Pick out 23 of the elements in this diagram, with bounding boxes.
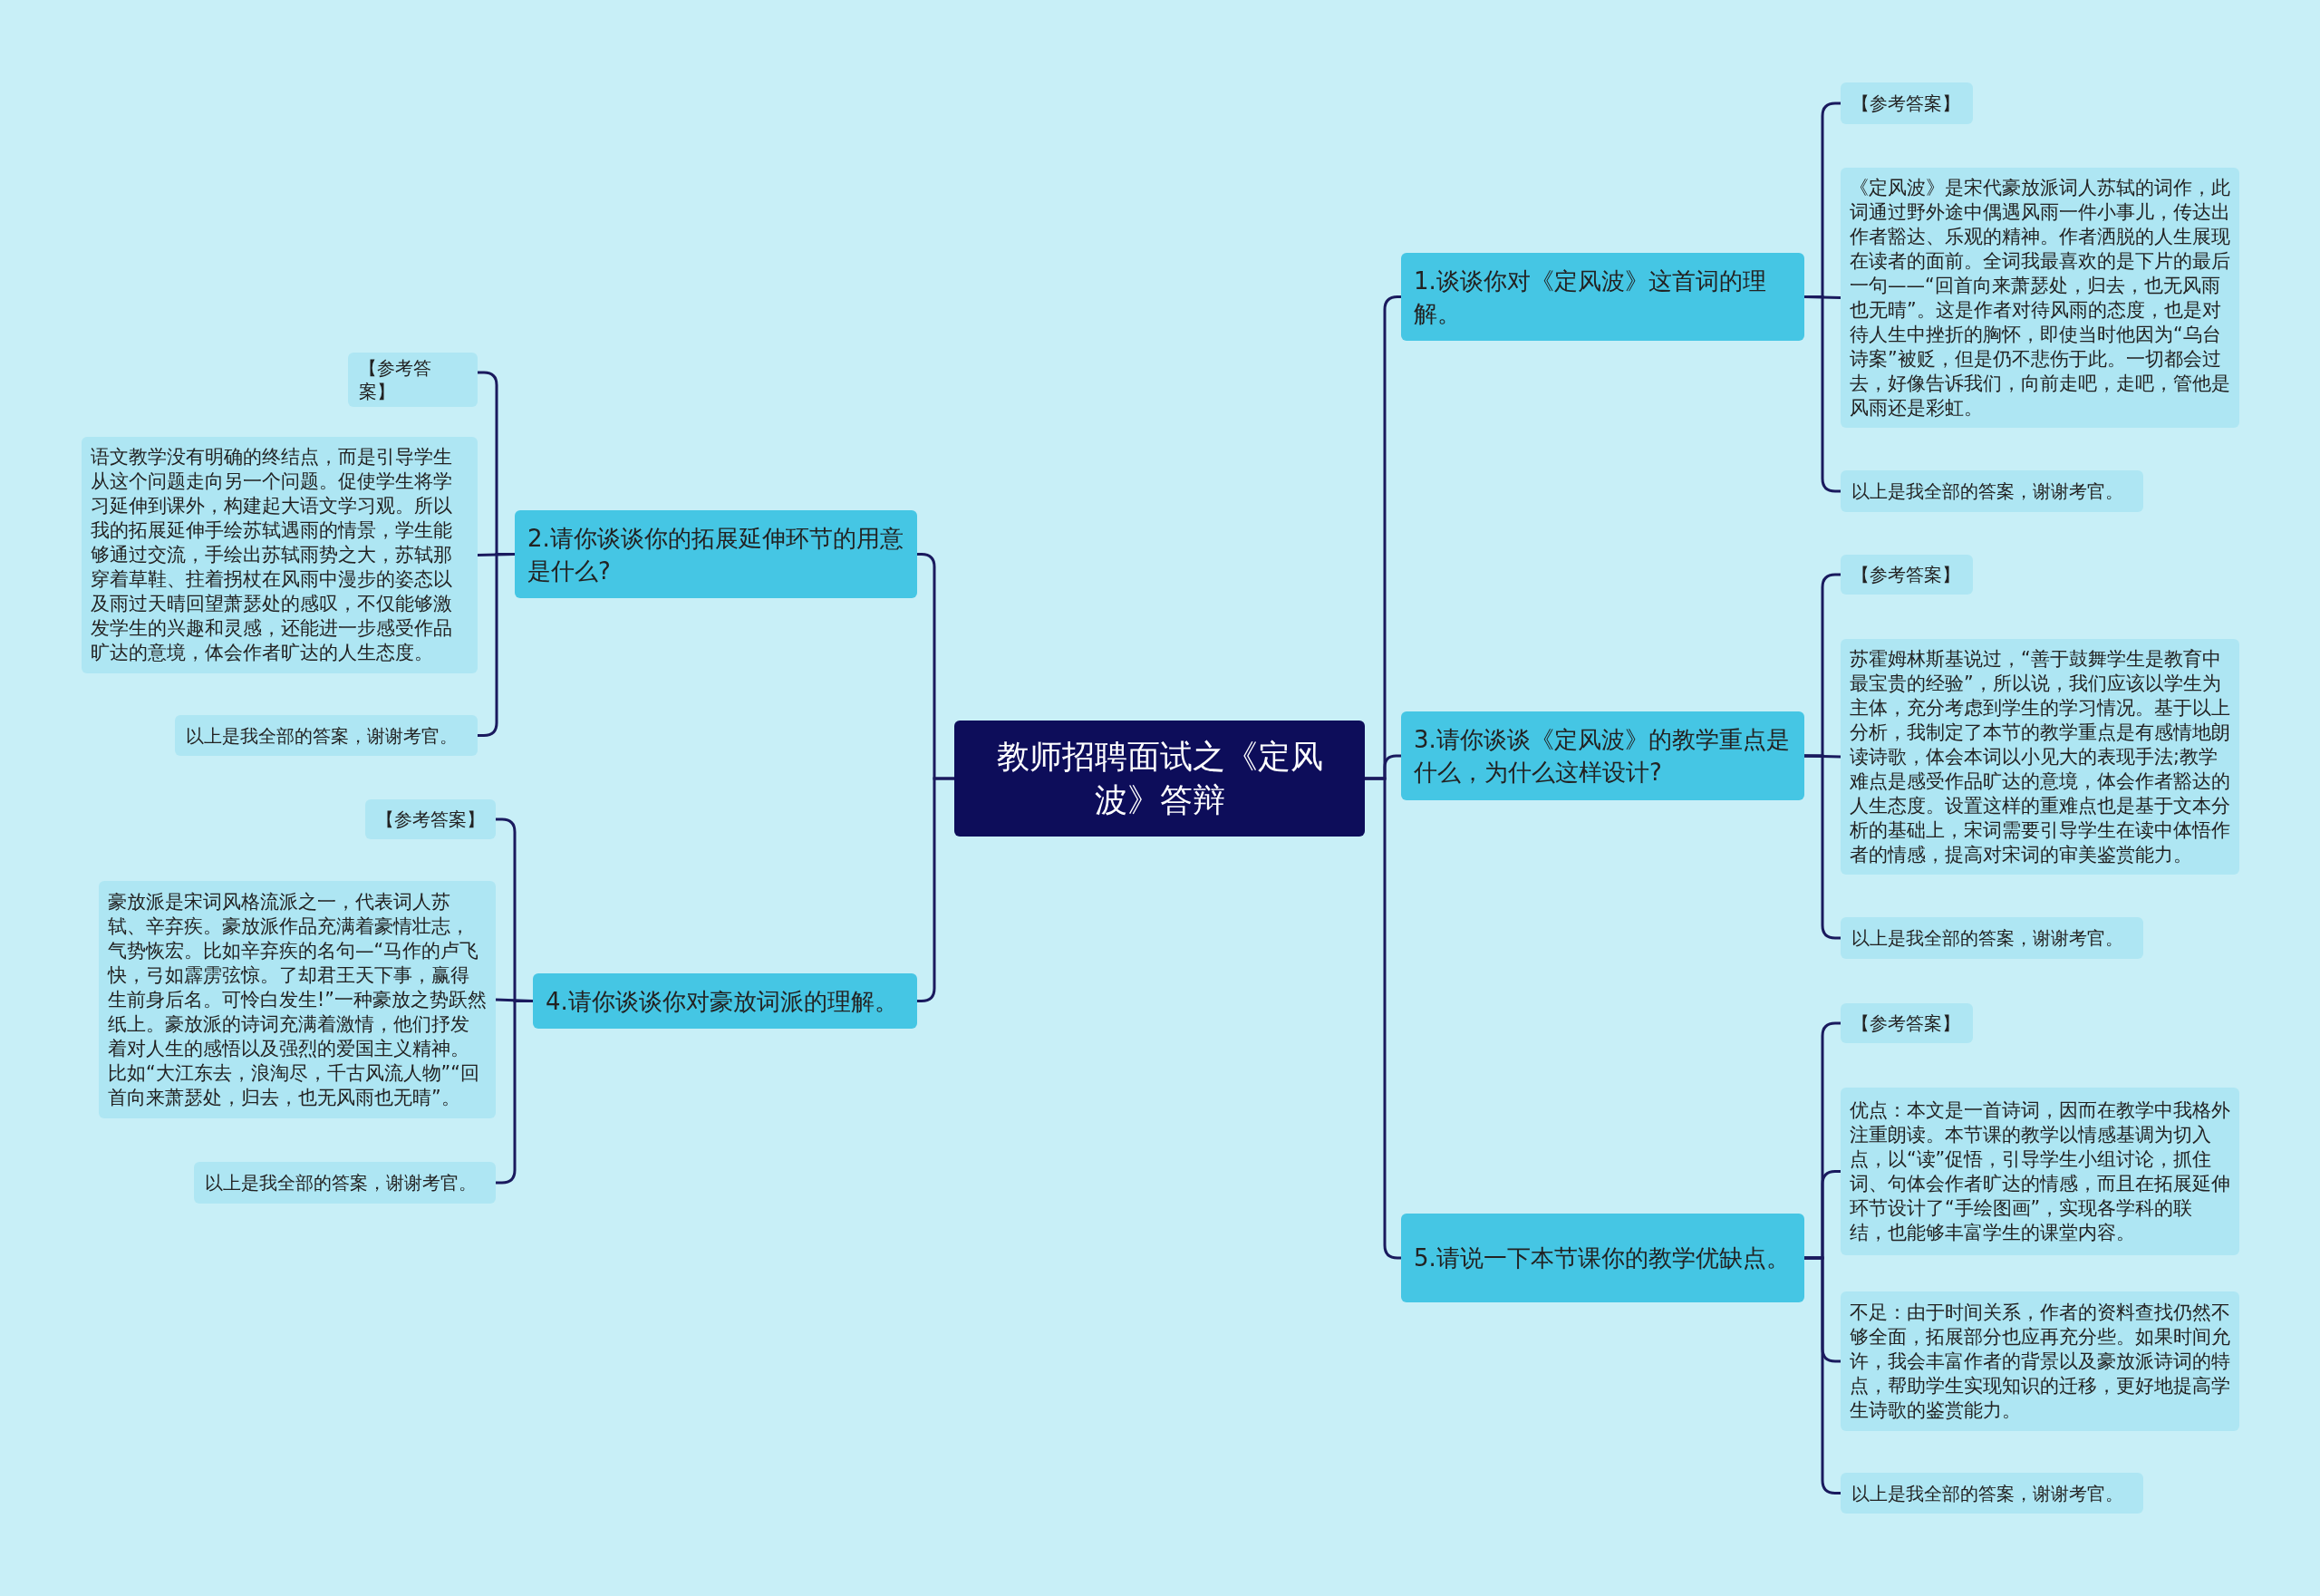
note-box: 以上是我全部的答案，谢谢考官。 — [194, 1162, 496, 1204]
question-box: 1.谈谈你对《定风波》这首词的理解。 — [1401, 253, 1804, 341]
note-box: 以上是我全部的答案，谢谢考官。 — [1841, 470, 2143, 512]
connector-line — [917, 777, 954, 1002]
answer-box: 《定风波》是宋代豪放派词人苏轼的词作，此词通过野外途中偶遇风雨一件小事儿，传达出作者豁达、乐观的精神。作者洒脱的人生展现在读者的面前。全词我最喜欢的是下片的最后一句——“回首向来萧瑟处，归去，也无风雨也无晴”。这是作者对待风雨的态度，也是对待人生中挫折的胸怀，即使当时他因为“乌台诗案”被贬，但是仍不悲伤于此。一切都会过去，好像告诉我们，向前走吧，走吧，管他是风雨还是彩虹。 — [1841, 168, 2239, 428]
answer-box: 优点：本文是一首诗词，因而在教学中我格外注重朗读。本节课的教学以情感基调为切入点，以“读”促悟，引导学生小组讨论，抓住词、句体会作者旷达的情感，而且在拓展延伸环节设计了“手绘图画”，实现各学科的联结，也能够丰富学生的课堂内容。 — [1841, 1088, 2239, 1255]
question-box: 5.请说一下本节课你的教学优缺点。 — [1401, 1214, 1804, 1302]
note-box: 【参考答案】 — [365, 799, 496, 839]
question-box: 3.请你谈谈《定风波》的教学重点是什么，为什么这样设计? — [1401, 711, 1804, 800]
question-box: 2.请你谈谈你的拓展延伸环节的用意是什么? — [515, 510, 917, 598]
answer-box: 语文教学没有明确的终结点，而是引导学生从这个问题走向另一个问题。促使学生将学习延伸到课外，构建起大语文学习观。所以我的拓展延伸手绘苏轼遇雨的情景，学生能够通过交流，手绘出苏轼雨势之大，苏轼那穿着草鞋、拄着拐杖在风雨中漫步的姿态以及雨过天晴回望萧瑟处的感叹，不仅能够激发学生的兴趣和灵感，还能进一步感受作品旷达的意境，体会作者旷达的人生态度。 — [82, 437, 478, 673]
note-box: 【参考答案】 — [348, 353, 478, 407]
question-box: 4.请你谈谈你对豪放词派的理解。 — [533, 973, 917, 1029]
note-box: 【参考答案】 — [1841, 82, 1973, 124]
note-box: 【参考答案】 — [1841, 1003, 1973, 1043]
root-topic-box: 教师招聘面试之《定风波》答辩 — [954, 721, 1365, 837]
answer-box: 不足：由于时间关系，作者的资料查找仍然不够全面，拓展部分也应再充分些。如果时间允许，我会丰富作者的背景以及豪放派诗词的特点，帮助学生实现知识的迁移，更好地提高学生诗歌的鉴赏能力。 — [1841, 1291, 2239, 1431]
note-box: 以上是我全部的答案，谢谢考官。 — [175, 715, 478, 756]
answer-box: 苏霍姆林斯基说过，“善于鼓舞学生是教育中最宝贵的经验”，所以说，我们应该以学生为主体，充分考虑到学生的学习情况。基于以上分析，我制定了本节的教学重点是有感情地朗读诗歌，体会本词以小见大的表现手法;教学难点是感受作品旷达的意境，体会作者豁达的人生态度。设置这样的重难点也是基于文本分析的基础上，宋词需要引导学生在读中体悟作者的情感，提高对宋词的审美鉴赏能力。 — [1841, 639, 2239, 875]
answer-box: 豪放派是宋词风格流派之一，代表词人苏轼、辛弃疾。豪放派作品充满着豪情壮志，气势恢宏。比如辛弃疾的名句—“马作的卢飞快，弓如霹雳弦惊。了却君王天下事，赢得生前身后名。可怜白发生!”一种豪放之势跃然纸上。豪放派的诗词充满着激情，他们抒发着对人生的感悟以及强烈的爱国主义精神。比如“大江东去，浪淘尽，千古风流人物”“回首向来萧瑟处，归去，也无风雨也无晴”。 — [99, 881, 496, 1118]
note-box: 以上是我全部的答案，谢谢考官。 — [1841, 1473, 2143, 1514]
note-box: 【参考答案】 — [1841, 555, 1973, 595]
note-box: 以上是我全部的答案，谢谢考官。 — [1841, 917, 2143, 959]
